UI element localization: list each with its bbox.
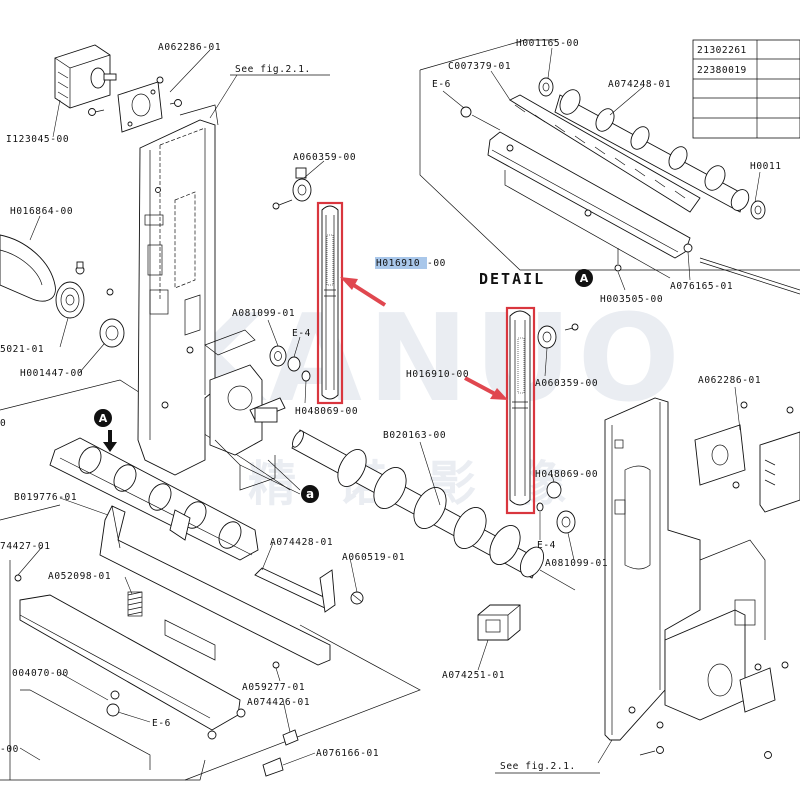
svg-text:a: a [306, 487, 314, 501]
washers-mid [536, 481, 576, 534]
label-a076166: A076166-01 [316, 748, 379, 759]
gear-a060359-mid [537, 323, 579, 349]
label-74427: 74427-01 [0, 541, 51, 552]
detail-marker: A [575, 269, 593, 287]
label-a062286-top: A062286-01 [158, 42, 221, 53]
label-a062286-mid: A062286-01 [698, 375, 761, 386]
label-b020163: B020163-00 [383, 430, 446, 441]
label-h016910-mid: H016910-00 [406, 369, 469, 380]
reference-table: 21302261 22380019 [692, 39, 800, 139]
gear-left [55, 261, 114, 319]
slot-part-mid [509, 310, 531, 506]
svg-text:A: A [580, 272, 589, 285]
motor-bracket-top [117, 81, 163, 133]
label-a060359-top: A060359-00 [293, 152, 356, 163]
e-ring-top-right [460, 106, 501, 131]
label-004070: 004070-00 [12, 668, 69, 679]
gear-a060359-top [272, 167, 312, 210]
label-see-fig-bottom: See fig.2.1. [500, 761, 576, 772]
label-a074428: A074428-01 [270, 537, 333, 548]
label-e4-mid: E-4 [537, 540, 556, 551]
label-e4-top: E-4 [292, 328, 311, 339]
label-h016864: H016864-00 [10, 206, 73, 217]
e-ring-a060519 [350, 591, 364, 605]
right-side-frame [604, 397, 776, 741]
stepper-motor-right [759, 406, 800, 513]
detail-title: DETAIL [479, 270, 545, 288]
roller-assembly-left [49, 437, 259, 561]
label-a076165: A076165-01 [670, 281, 733, 292]
label-a074251: A074251-01 [442, 670, 505, 681]
label-h001165: H001165-00 [516, 38, 579, 49]
bearing-h001165 [538, 77, 554, 97]
label-a081099-mid: A081099-01 [545, 558, 608, 569]
label-h048069-top: H048069-00 [295, 406, 358, 417]
bearing-h0011-right [750, 200, 766, 220]
label-00-bottom: -00 [0, 744, 19, 755]
label-a060359-mid: A060359-00 [535, 378, 598, 389]
roller-shaft-b020163 [291, 429, 576, 591]
table-row-2: 22380019 [697, 65, 747, 76]
label-e6-bottom: E-6 [152, 718, 171, 729]
label-a060519: A060519-01 [342, 552, 405, 563]
label-h0011: H0011 [750, 161, 782, 172]
label-a059277: A059277-01 [242, 682, 305, 693]
spring-a052098 [127, 591, 143, 617]
bearing-h001447 [99, 318, 125, 348]
arrow-mid [464, 376, 508, 400]
watermark-cn-1: 精 [248, 456, 296, 512]
label-a074426: A074426-01 [247, 697, 310, 708]
screws-top-left [88, 76, 182, 116]
svg-text:A: A [99, 412, 108, 425]
marker-a-lower: a [239, 459, 319, 503]
label-num-0: 0 [0, 418, 6, 429]
bracket-a074251 [477, 604, 521, 641]
left-side-frame [137, 104, 286, 491]
screw-h003505 [614, 248, 622, 272]
motor-bracket-mid [694, 401, 748, 489]
bracket-b019776 [99, 505, 331, 666]
label-h048069-mid: H048069-00 [535, 469, 598, 480]
label-see-fig-top: See fig.2.1. [235, 64, 311, 75]
plate-a076165 [487, 131, 800, 295]
arrow-top [340, 277, 387, 307]
stepper-motor-top [54, 44, 117, 109]
label-5021: 5021-01 [0, 344, 44, 355]
label-h001447: H001447-00 [20, 368, 83, 379]
label-i123045: I123045-00 [6, 134, 69, 145]
highlight-box-top [316, 201, 344, 405]
table-row-1: 21302261 [697, 45, 747, 56]
holder-c007379 [509, 94, 701, 213]
label-h003505: H003505-00 [600, 294, 663, 305]
label-a052098: A052098-01 [48, 571, 111, 582]
label-e6-top: E-6 [432, 79, 451, 90]
label-highlight-bg [375, 257, 427, 269]
slot-part-top [321, 205, 339, 400]
plate-a074428 [254, 567, 336, 613]
leader-lines [17, 47, 761, 766]
guide-plate-bottom [14, 574, 299, 777]
highlight-box-mid [505, 306, 536, 515]
label-h016910-top: H016910 [376, 258, 420, 269]
marker-a-left: A [94, 409, 117, 452]
belt-left [0, 234, 56, 302]
label-b019776: B019776-01 [14, 492, 77, 503]
label-a081099-top: A081099-01 [232, 308, 295, 319]
screws-bottom-right [639, 661, 789, 759]
label-a074248: A074248-01 [608, 79, 671, 90]
roller-a074248 [554, 89, 750, 213]
label-h016910-top-suffix: -00 [427, 258, 446, 269]
label-c007379: C007379-01 [448, 61, 511, 72]
